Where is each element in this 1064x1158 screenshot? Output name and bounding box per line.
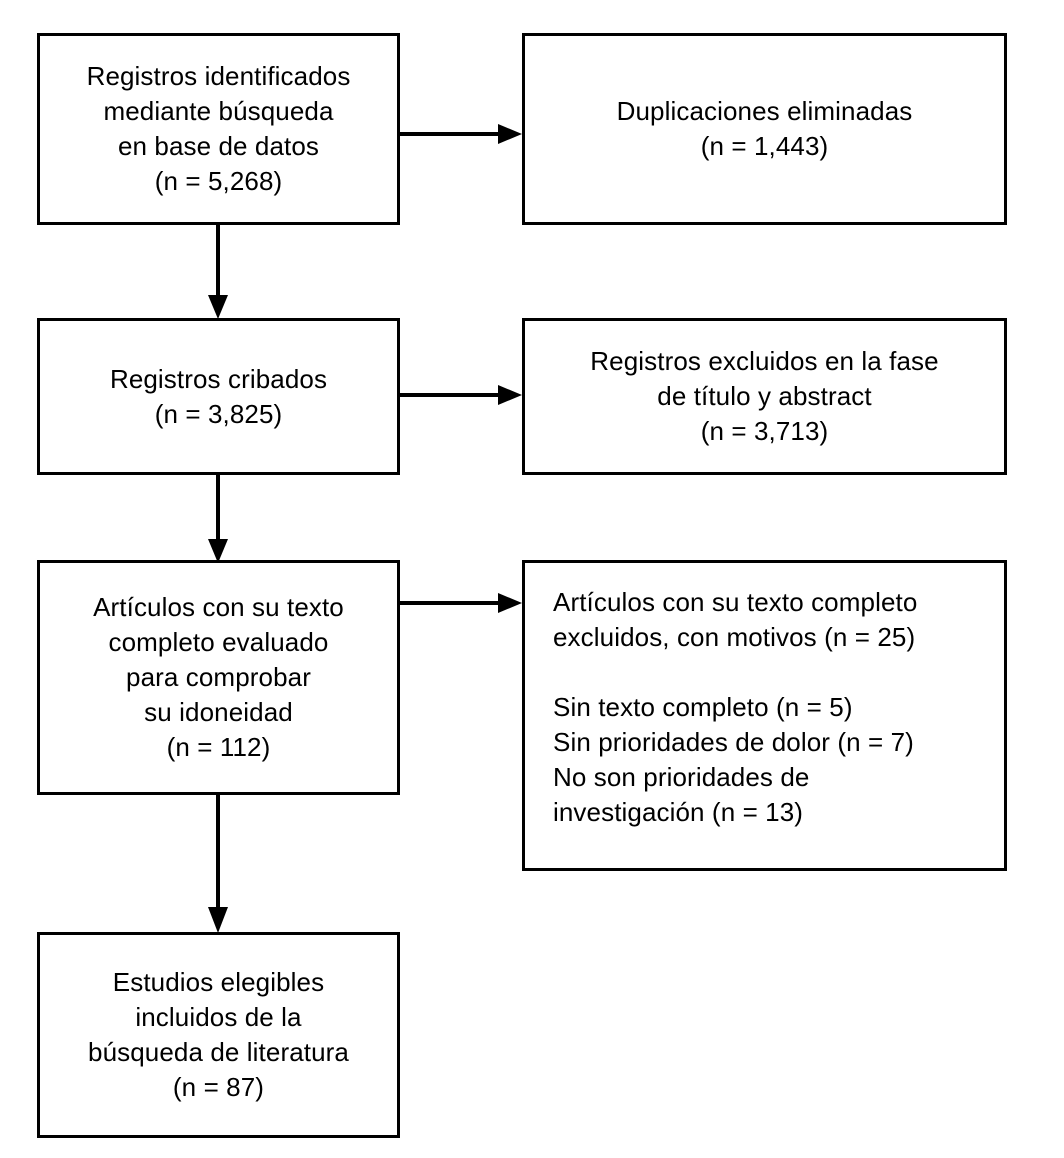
arrow-fulltext-to-included xyxy=(208,793,228,933)
box-fulltext-excluded: Artículos con su texto completo excluido… xyxy=(522,560,1007,871)
box-duplicates-removed-text: Duplicaciones eliminadas (n = 1,443) xyxy=(616,96,913,161)
box-fulltext-assessed: Artículos con su texto completo evaluado… xyxy=(37,560,400,795)
box-records-identified-text: Registros identificados mediante búsqued… xyxy=(86,61,351,196)
box-records-identified: Registros identificados mediante búsqued… xyxy=(37,33,400,225)
box-fulltext-excluded-text: Artículos con su texto completo excluido… xyxy=(553,587,918,827)
arrow-fulltext-to-excluded xyxy=(398,593,522,613)
arrow-screened-to-excluded xyxy=(398,385,522,405)
box-records-screened: Registros cribados (n = 3,825) xyxy=(37,318,400,475)
box-fulltext-assessed-text: Artículos con su texto completo evaluado… xyxy=(93,592,344,762)
box-studies-included: Estudios elegibles incluidos de la búsqu… xyxy=(37,932,400,1138)
box-records-excluded-screening: Registros excluidos en la fase de título… xyxy=(522,318,1007,475)
box-duplicates-removed: Duplicaciones eliminadas (n = 1,443) xyxy=(522,33,1007,225)
arrow-identified-to-duplicates xyxy=(398,124,522,144)
box-studies-included-text: Estudios elegibles incluidos de la búsqu… xyxy=(88,967,349,1102)
arrow-identified-to-screened xyxy=(208,223,228,319)
box-records-screened-text: Registros cribados (n = 3,825) xyxy=(109,363,328,429)
box-records-excluded-screening-text: Registros excluidos en la fase de título… xyxy=(590,346,939,446)
arrow-screened-to-fulltext xyxy=(208,473,228,563)
